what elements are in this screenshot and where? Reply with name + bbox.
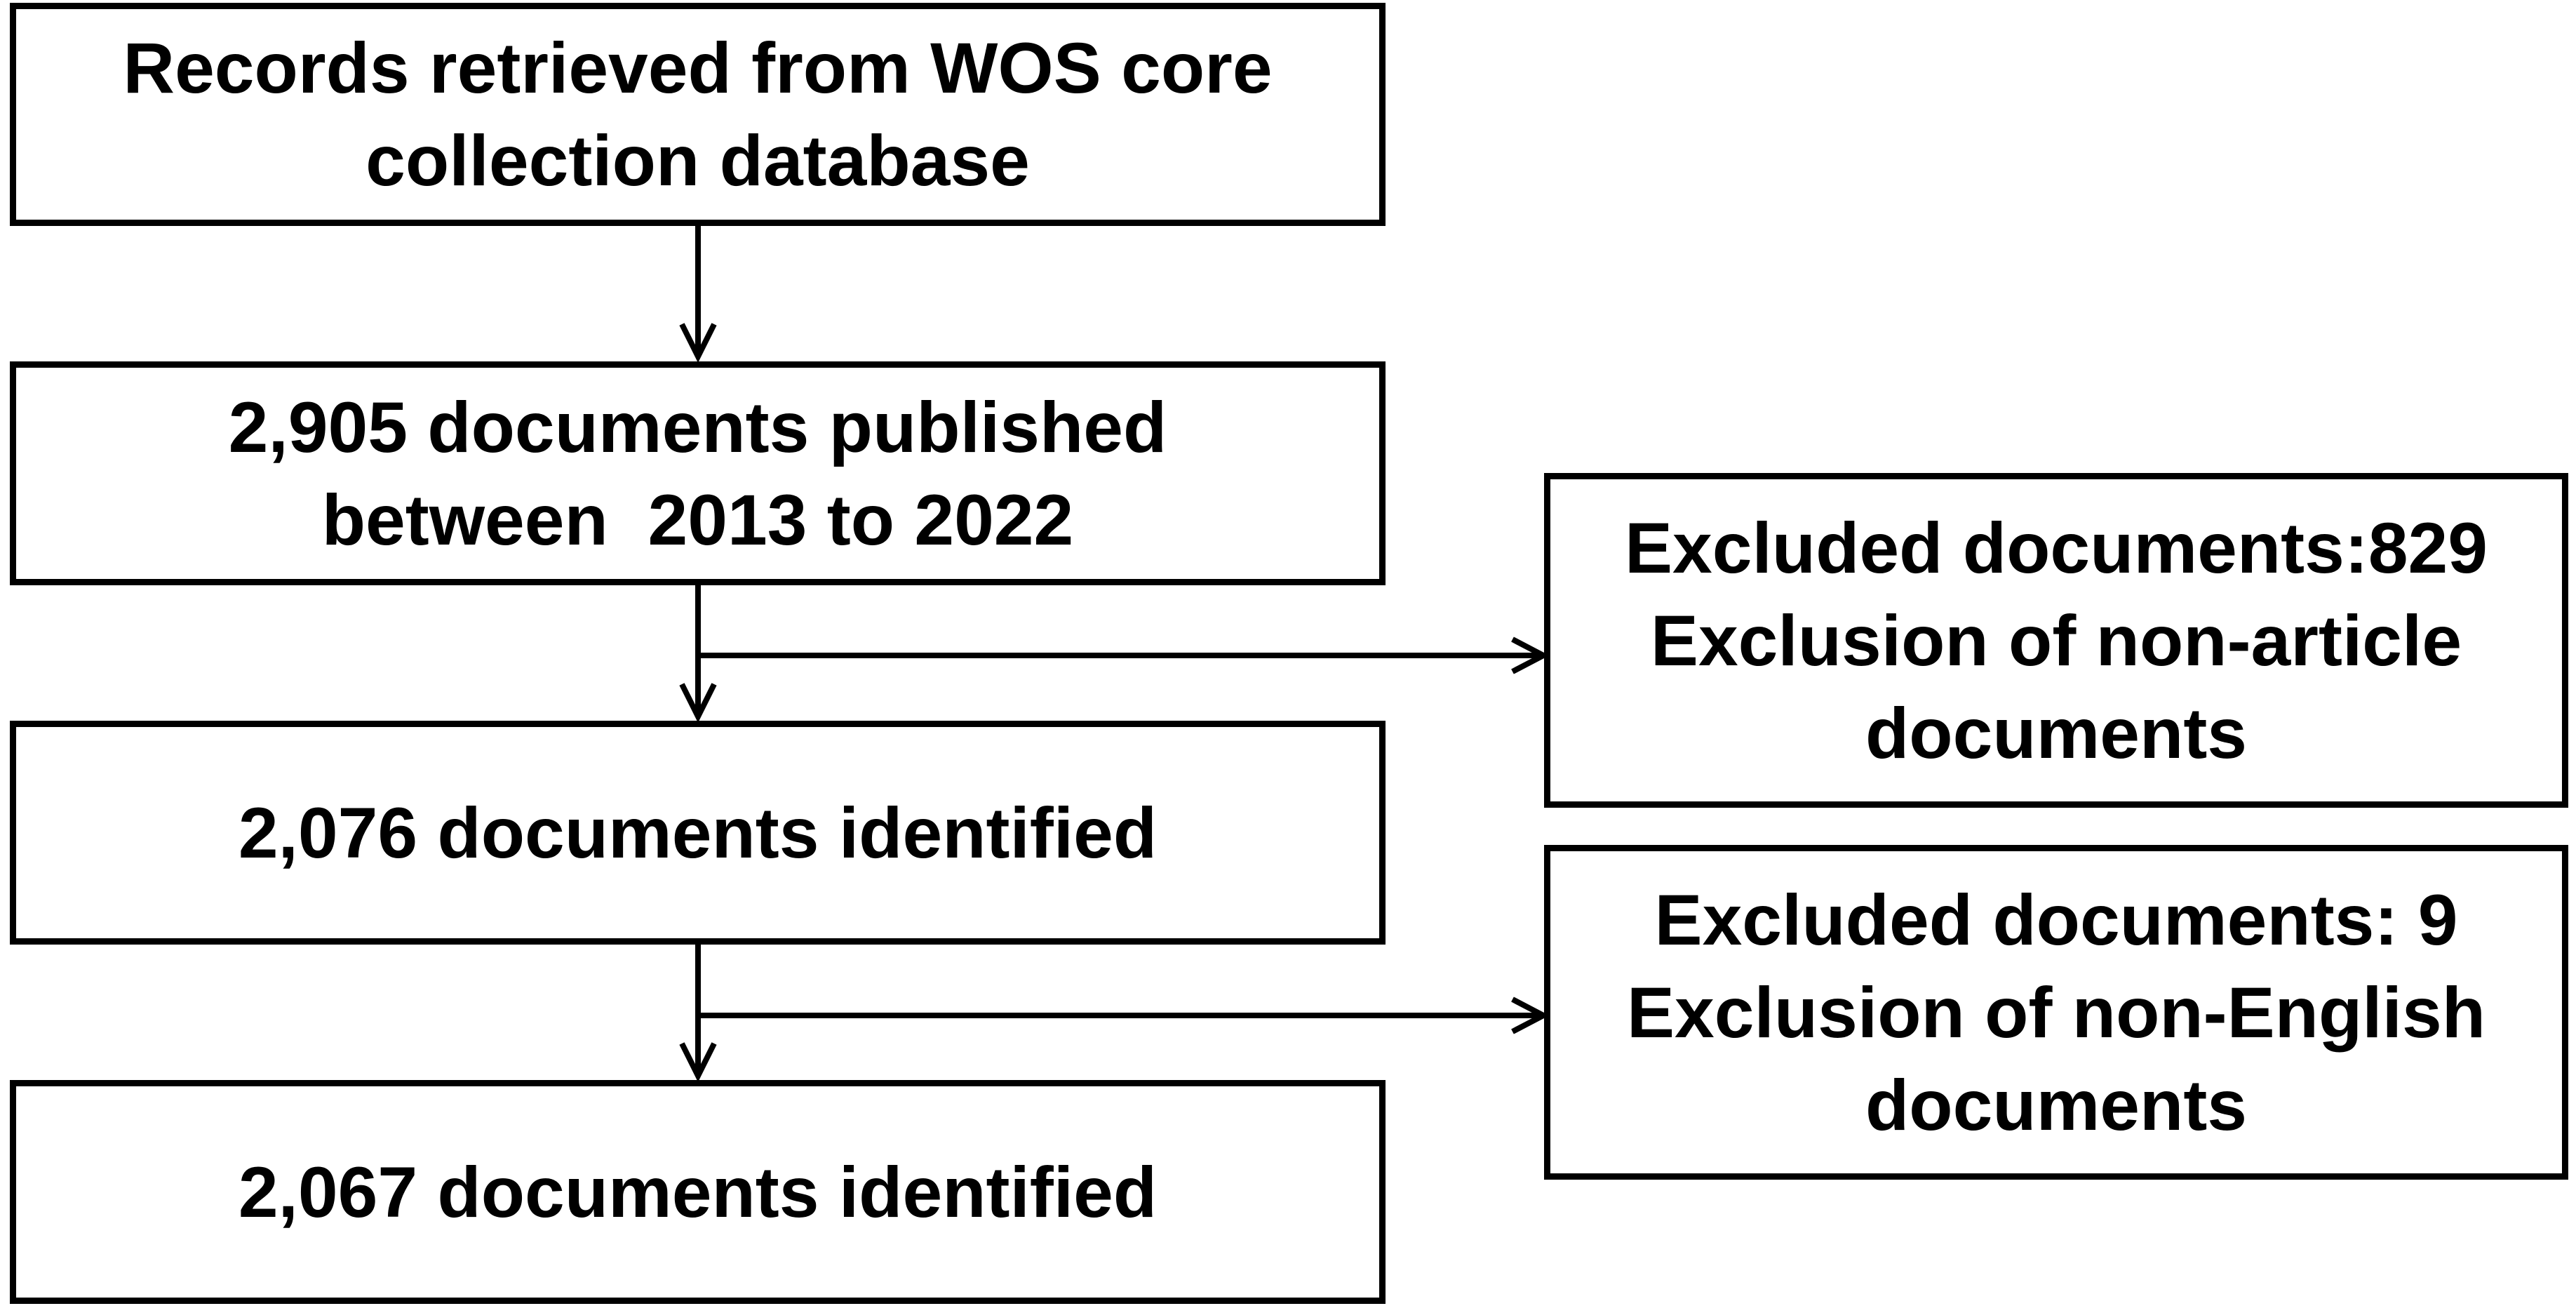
step-text-line: collection database [365,121,1030,201]
step-text: 2,905 documents published between 2013 t… [229,381,1167,566]
exclusion-text-line: documents [1865,1065,2248,1145]
exclusion-box-non-english: Excluded documents: 9 Exclusion of non-E… [1544,845,2568,1180]
step-box-records-retrieved: Records retrieved from WOS core collecti… [10,3,1386,226]
step-box-documents-published: 2,905 documents published between 2013 t… [10,361,1386,585]
arrow-to-exclusion-1 [698,636,1550,674]
exclusion-text-line: Exclusion of non-article [1650,600,2462,681]
exclusion-text: Excluded documents: 9 Exclusion of non-E… [1627,874,2486,1152]
step-text: 2,076 documents identified [239,787,1157,879]
exclusion-text-line: Exclusion of non-English [1627,972,2486,1053]
exclusion-text-line: Excluded documents: 9 [1654,879,2458,960]
exclusion-text: Excluded documents:829 Exclusion of non-… [1625,502,2488,780]
step-text: Records retrieved from WOS core collecti… [123,22,1272,207]
step-text-line: 2,067 documents identified [238,1152,1158,1232]
step-box-documents-identified-1: 2,076 documents identified [10,721,1386,945]
arrow-to-exclusion-2 [698,997,1550,1034]
arrow-step1-to-step2 [679,226,717,363]
step-text: 2,067 documents identified [239,1146,1157,1239]
exclusion-box-non-article: Excluded documents:829 Exclusion of non-… [1544,473,2568,808]
step-text-line: between 2013 to 2022 [321,479,1074,560]
exclusion-text-line: documents [1865,693,2248,773]
step-text-line: 2,076 documents identified [238,792,1158,873]
step-text-line: Records retrieved from WOS core [123,28,1273,108]
arrow-step3-to-step4 [679,945,717,1082]
arrow-step2-to-step3 [679,585,717,723]
step-box-documents-identified-2: 2,067 documents identified [10,1080,1386,1304]
step-text-line: 2,905 documents published [228,387,1167,467]
exclusion-text-line: Excluded documents:829 [1624,507,2488,588]
